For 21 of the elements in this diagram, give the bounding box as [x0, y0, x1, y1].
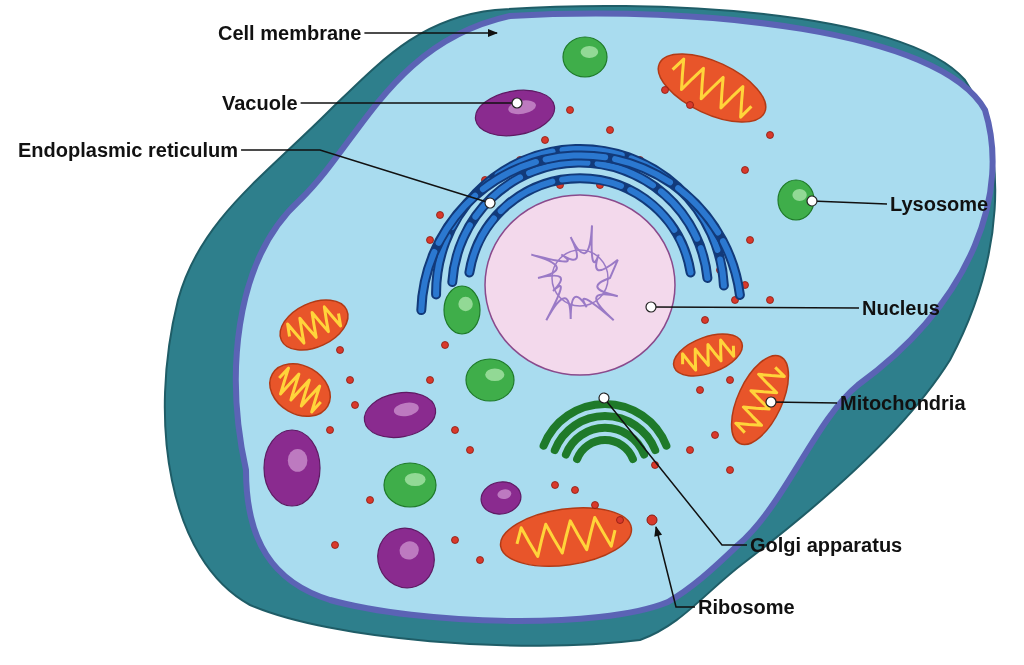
organelle-label: Nucleus [862, 296, 940, 320]
leader-line [645, 301, 860, 313]
leader-line [765, 396, 838, 408]
golgi-apparatus-drawing [539, 400, 671, 463]
leader-line [299, 97, 523, 109]
organelle-label: Vacuole [222, 91, 298, 115]
organelle-label: Lysosome [890, 192, 989, 216]
endoplasmic-reticulum-drawing [416, 144, 745, 316]
organelle-label: Endoplasmic reticulum [18, 138, 239, 162]
nucleus-drawing [484, 194, 676, 376]
leader-line [806, 195, 888, 207]
organelle-label: Cell membrane [218, 21, 362, 45]
leader-line [363, 29, 498, 37]
vacuole-drawing [474, 89, 556, 137]
lysosome-drawing [777, 179, 815, 221]
organelle-label: Ribosome [698, 595, 795, 619]
leader-line [240, 149, 496, 209]
leader-line [654, 526, 696, 608]
mitochondrion-drawing [730, 354, 790, 446]
ribosome-dot [646, 514, 658, 526]
leader-line [598, 392, 748, 546]
